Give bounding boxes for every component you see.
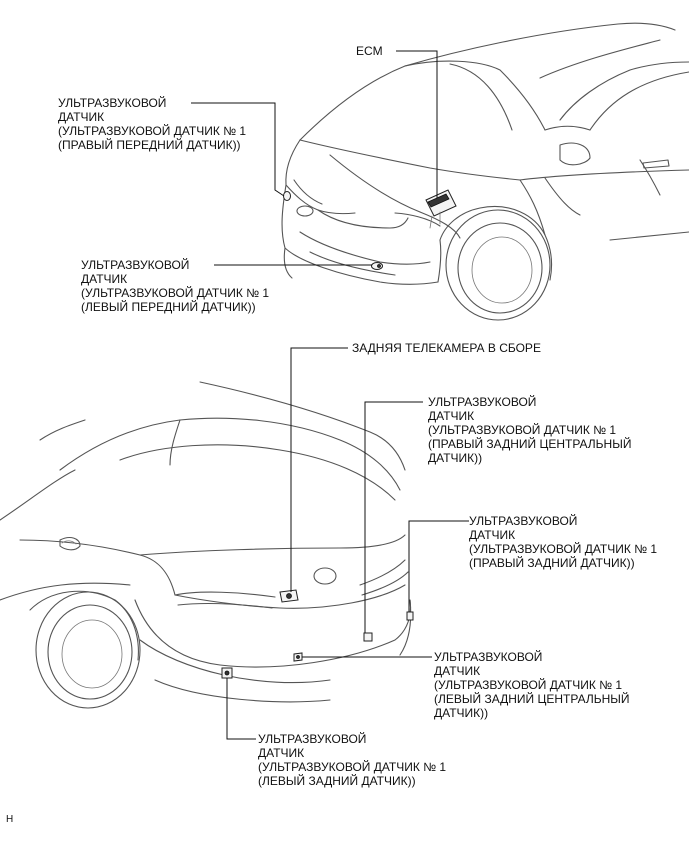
figure-code: H <box>6 814 14 825</box>
label-sensor-rear-right: УЛЬТРАЗВУКОВОЙ ДАТЧИК (УЛЬТРАЗВУКОВОЙ ДА… <box>469 514 658 570</box>
label-ecm: ECM <box>356 44 383 58</box>
rear-car-illustration <box>0 347 469 740</box>
label-rear-camera: ЗАДНЯЯ ТЕЛЕКАМЕРА В СБОРЕ <box>352 341 541 355</box>
label-sensor-rear-left: УЛЬТРАЗВУКОВОЙ ДАТЧИК (УЛЬТРАЗВУКОВОЙ ДА… <box>258 732 447 788</box>
label-sensor-rear-right-center: УЛЬТРАЗВУКОВОЙ ДАТЧИК (УЛЬТРАЗВУКОВОЙ ДА… <box>428 395 632 465</box>
label-sensor-front-right: УЛЬТРАЗВУКОВОЙ ДАТЧИК (УЛЬТРАЗВУКОВОЙ ДА… <box>58 96 247 152</box>
front-car-illustration <box>191 22 689 321</box>
label-sensor-front-left: УЛЬТРАЗВУКОВОЙ ДАТЧИК (УЛЬТРАЗВУКОВОЙ ДА… <box>81 258 270 314</box>
label-sensor-rear-left-center: УЛЬТРАЗВУКОВОЙ ДАТЧИК (УЛЬТРАЗВУКОВОЙ ДА… <box>434 650 630 720</box>
